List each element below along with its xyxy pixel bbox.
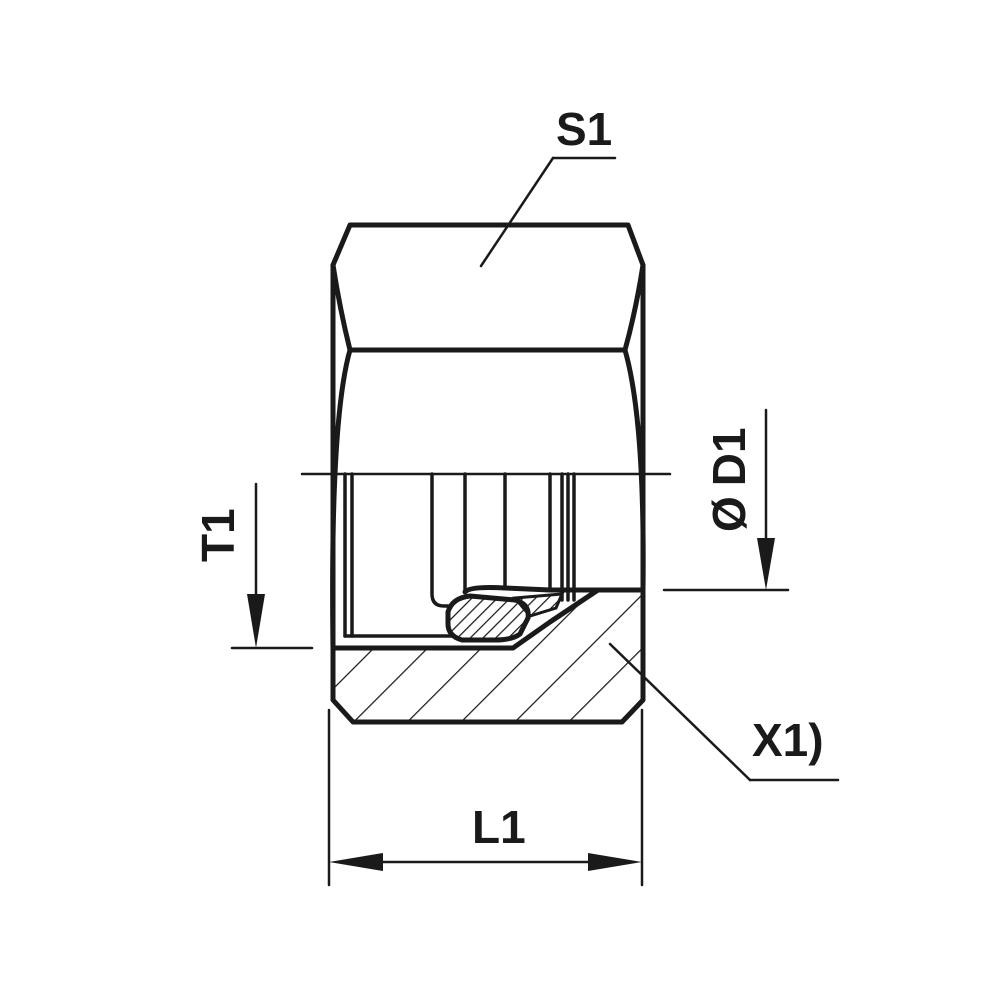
hex-face-right xyxy=(622,262,646,593)
groove-left xyxy=(430,472,450,608)
d1-label: Ø D1 xyxy=(703,427,755,532)
cone-seat-line xyxy=(462,585,646,595)
x1-leader xyxy=(608,642,752,782)
l1-arrowhead-right xyxy=(588,853,642,871)
hex-face-left xyxy=(330,262,353,651)
s1-leader xyxy=(479,156,555,268)
cone-line xyxy=(510,587,601,651)
seal-groove-insert xyxy=(512,592,565,618)
d1-text: D1 xyxy=(703,427,755,486)
nut-outline xyxy=(330,222,646,725)
l1-label: L1 xyxy=(472,801,526,853)
seal-ring xyxy=(445,593,531,643)
t1-label: T1 xyxy=(192,508,244,562)
t1-arrowhead xyxy=(247,594,265,648)
section-cone-hatch xyxy=(513,590,643,648)
x1-label: X1) xyxy=(752,714,824,766)
d1-arrowhead xyxy=(757,538,775,590)
section-wall-hatch xyxy=(333,648,643,722)
l1-arrowhead-left xyxy=(329,853,383,871)
s1-label: S1 xyxy=(556,103,612,155)
diameter-symbol: Ø xyxy=(703,496,755,532)
